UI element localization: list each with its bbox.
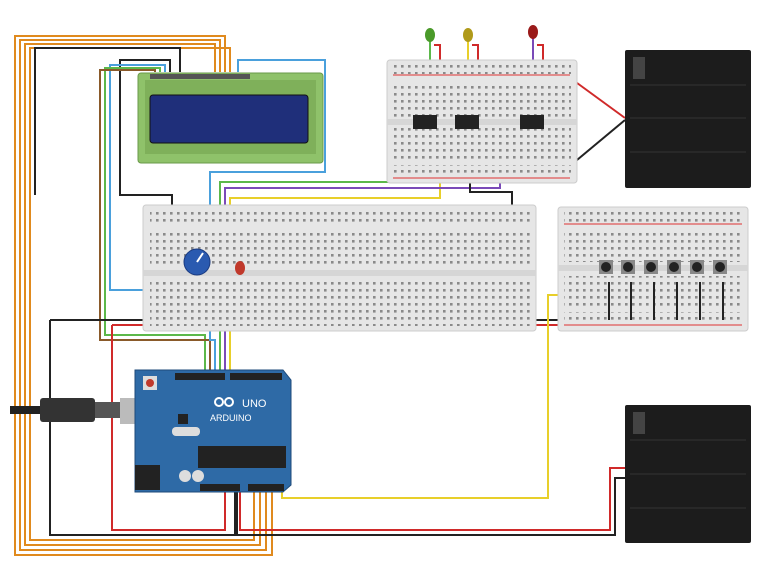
top-breadboard[interactable] [386, 59, 578, 184]
pushbutton[interactable] [669, 262, 679, 272]
battery-pack-top[interactable] [625, 50, 751, 188]
black-wire[interactable] [236, 477, 625, 536]
pushbutton[interactable] [715, 262, 725, 272]
battery-pack-bottom[interactable] [625, 405, 751, 543]
arduino-logo-model: UNO [242, 398, 267, 410]
black-wire[interactable] [34, 47, 181, 195]
red-wire[interactable] [239, 467, 625, 531]
lcd-display[interactable] [137, 72, 324, 164]
pushbutton[interactable] [692, 262, 702, 272]
potentiometer[interactable] [183, 248, 211, 276]
red-wire[interactable] [111, 325, 226, 531]
led[interactable] [528, 25, 538, 39]
black-wire[interactable] [49, 320, 236, 536]
main-breadboard[interactable] [142, 204, 537, 332]
orange-wire[interactable] [14, 35, 273, 556]
pushbutton[interactable] [623, 262, 633, 272]
right-breadboard[interactable] [557, 206, 749, 332]
leds [235, 25, 538, 275]
arduino-logo-brand: ARDUINO [210, 413, 252, 423]
pushbutton[interactable] [601, 262, 611, 272]
orange-wire[interactable] [19, 39, 267, 551]
blue-wire[interactable] [209, 59, 326, 376]
orange-wire[interactable] [29, 47, 255, 541]
led[interactable] [425, 28, 435, 42]
blue-wire[interactable] [109, 64, 180, 291]
arduino-infinity-logo [214, 397, 234, 407]
black-wire[interactable] [119, 59, 173, 212]
green-wire[interactable] [104, 67, 206, 376]
led[interactable] [235, 261, 245, 275]
brown-wire[interactable] [99, 69, 211, 376]
led[interactable] [463, 28, 473, 42]
pushbutton[interactable] [646, 262, 656, 272]
logic-chips [413, 115, 544, 129]
arduino-uno[interactable]: UNO ARDUINO [134, 369, 292, 493]
